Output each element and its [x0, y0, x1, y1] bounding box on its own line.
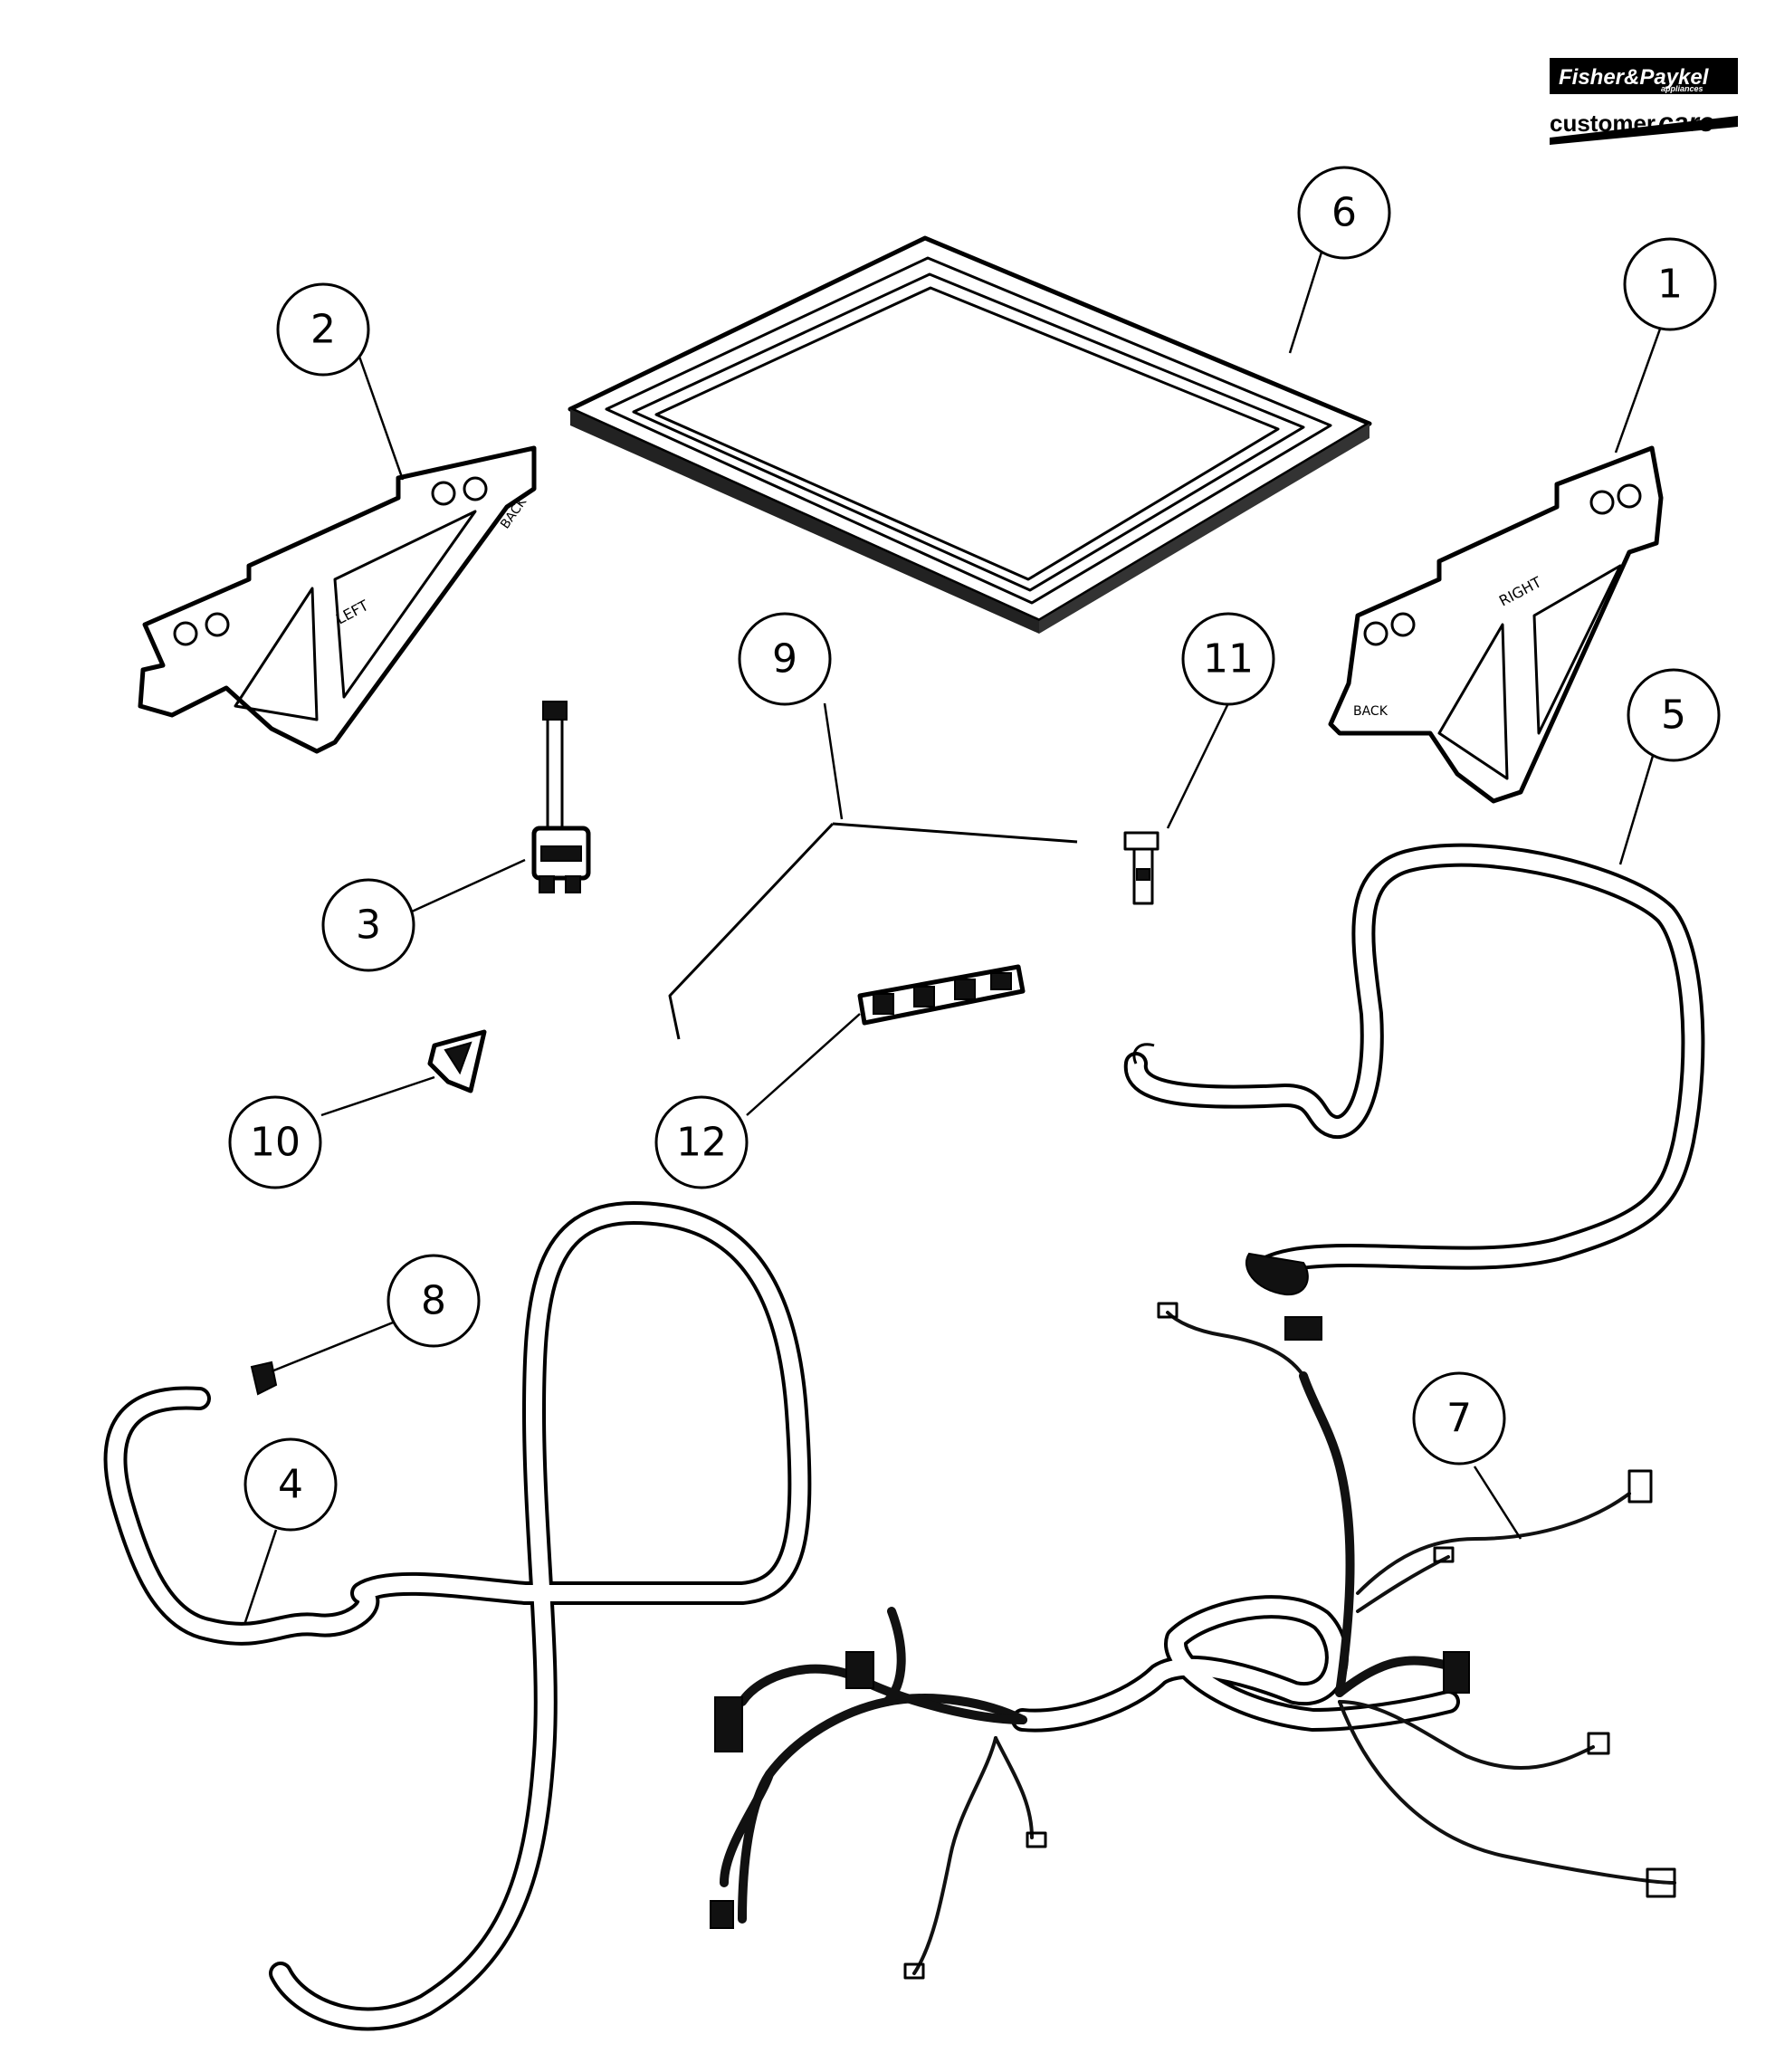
leader-1: [1614, 308, 1669, 454]
part-3-pressure-switch: [531, 701, 591, 893]
leader-4: [243, 1529, 278, 1626]
callout-label-10: 10: [250, 1120, 301, 1166]
callout-label-6: 6: [1331, 190, 1357, 236]
leader-8: [271, 1312, 416, 1373]
leader-11: [1166, 702, 1230, 829]
logo-line1: Fisher&Paykel: [1559, 65, 1710, 90]
part-5-hose: [1123, 843, 1705, 1296]
leader-9: [823, 702, 844, 820]
part-7-wiring-harness: [710, 1302, 1676, 1980]
leader-2: [357, 353, 405, 481]
callout-label-8: 8: [421, 1278, 446, 1324]
callout-label-5: 5: [1661, 692, 1686, 739]
leader-lines: [243, 211, 1669, 1626]
callout-6: 6: [1297, 166, 1391, 260]
callout-label-12: 12: [676, 1120, 727, 1166]
part-6-lid-frame: [568, 235, 1372, 634]
callout-5: 5: [1627, 668, 1721, 762]
part-1-right-bracket: RIGHT BACK: [1328, 445, 1664, 804]
part-4-hose: [103, 1201, 812, 2031]
callout-7: 7: [1412, 1371, 1506, 1466]
callout-3: 3: [321, 878, 415, 972]
leader-12: [746, 1013, 861, 1116]
part-2-left-bracket: LEFT BACK: [138, 445, 537, 754]
callout-8: 8: [386, 1254, 481, 1348]
callout-11: 11: [1181, 612, 1275, 706]
right-bracket-back-label: BACK: [1353, 704, 1389, 719]
brand-logo: Fisher&Paykel appliances customer care: [1550, 58, 1738, 145]
callout-label-11: 11: [1203, 636, 1254, 683]
part-12-connector-strip: [857, 964, 1026, 1026]
callout-10: 10: [228, 1095, 322, 1189]
leader-3: [411, 858, 526, 913]
callout-label-4: 4: [278, 1462, 303, 1508]
callout-label-1: 1: [1657, 262, 1683, 308]
leader-10: [320, 1075, 435, 1117]
part-10-small-bracket: [427, 1029, 487, 1093]
leader-5: [1618, 755, 1655, 865]
callout-2: 2: [276, 282, 370, 377]
callout-12: 12: [654, 1095, 749, 1189]
callout-label-3: 3: [356, 902, 381, 949]
callout-4: 4: [243, 1437, 338, 1532]
callout-1: 1: [1623, 237, 1717, 331]
callout-label-9: 9: [772, 636, 797, 683]
logo-line1-sub: appliances: [1661, 84, 1703, 93]
part-11-clip: [1123, 831, 1159, 905]
callout-label-2: 2: [310, 307, 336, 353]
callout-9: 9: [738, 612, 832, 706]
part-9-rod: [668, 822, 1078, 1040]
callout-label-7: 7: [1446, 1396, 1472, 1442]
part-8-fitting: [250, 1361, 278, 1396]
leader-7: [1473, 1466, 1522, 1540]
